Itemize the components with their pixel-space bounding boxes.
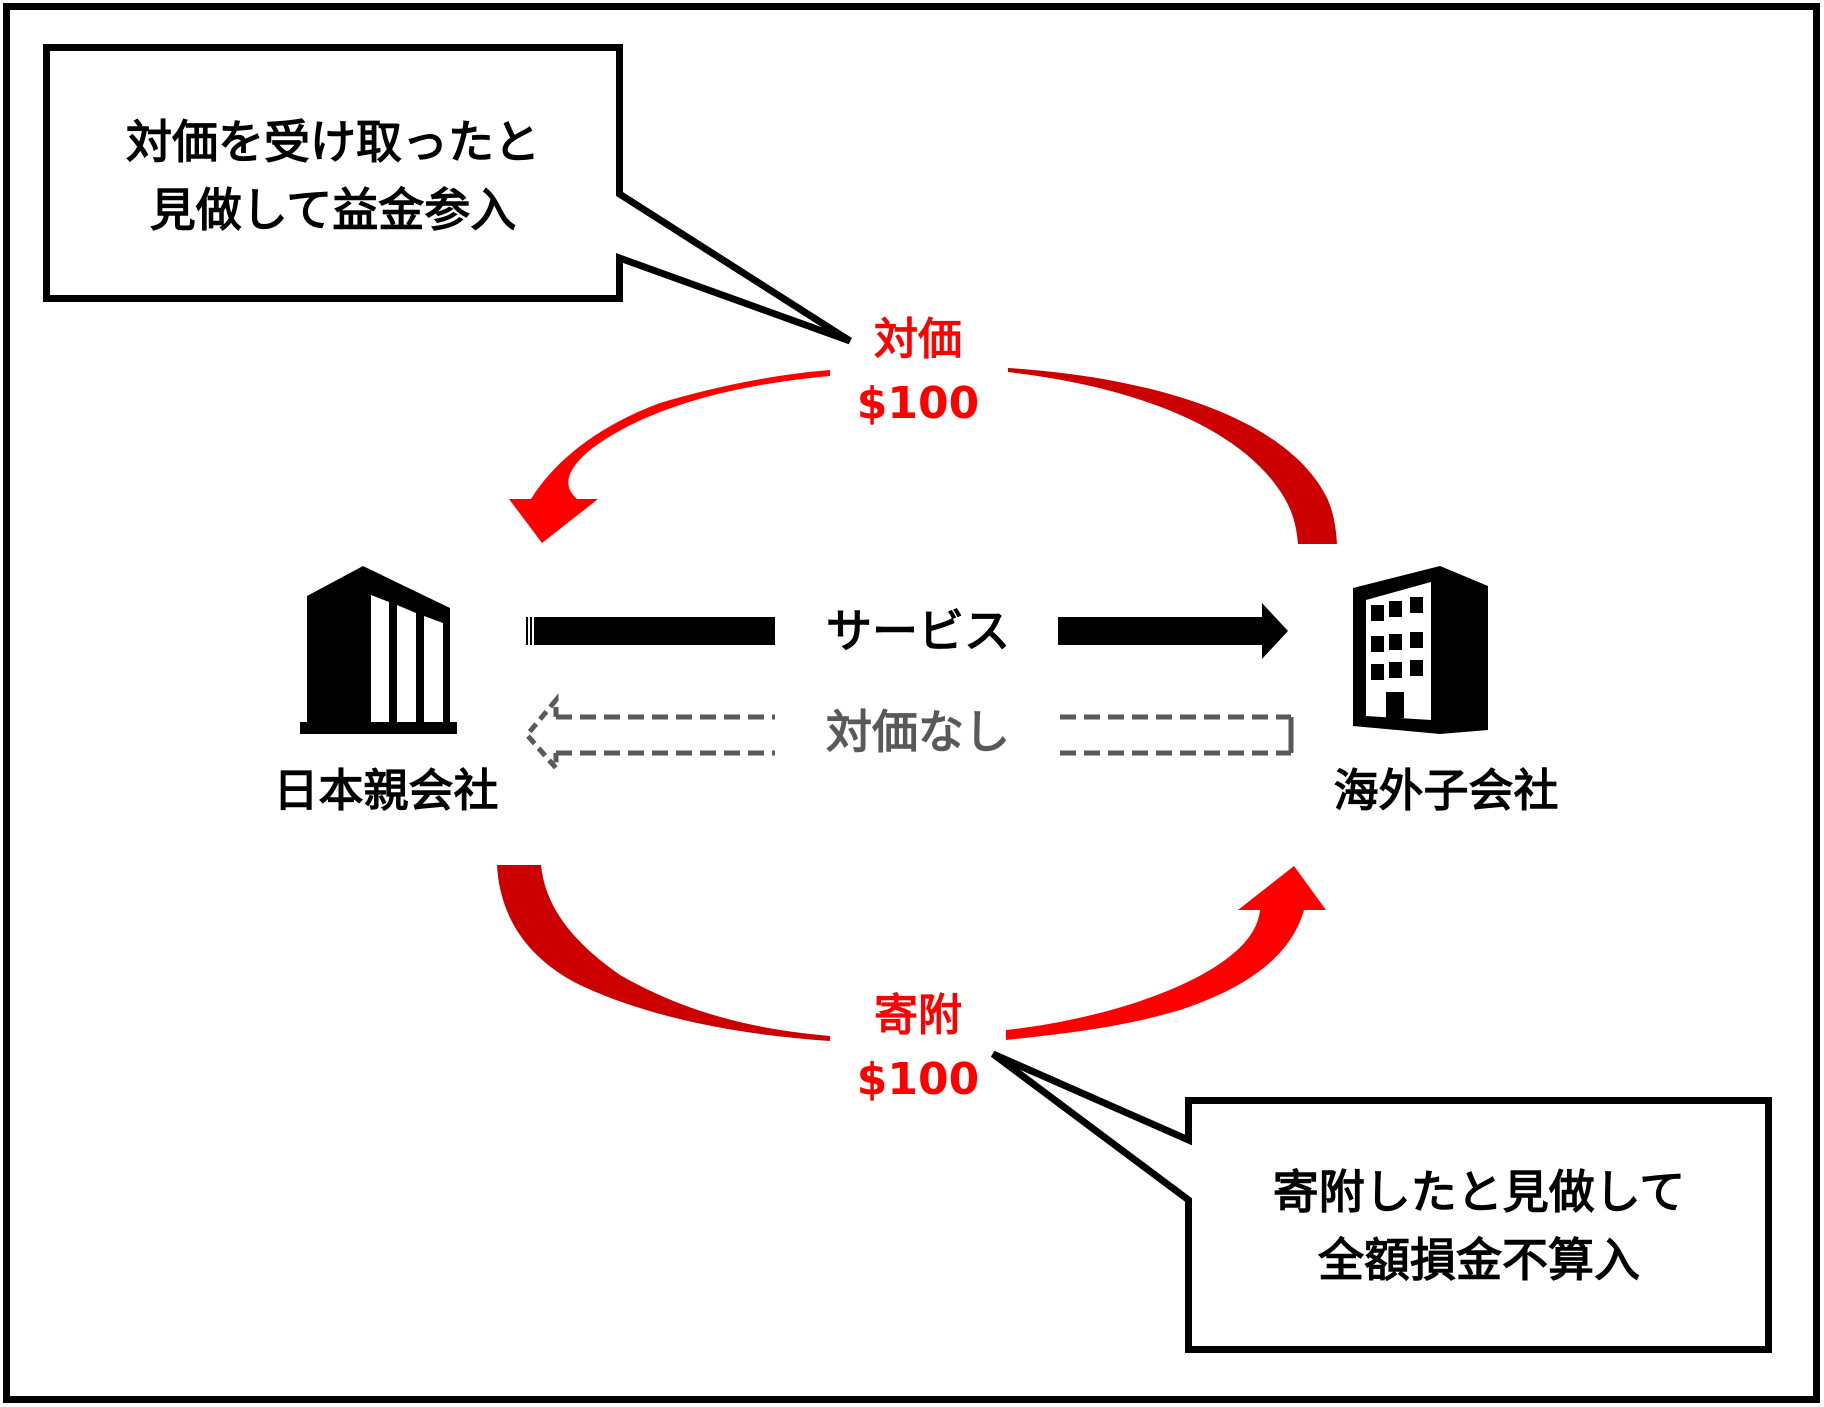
deemed-consideration-amount: $100 [857,378,979,429]
no-consideration-label: 対価なし [826,705,1010,759]
no-consideration-arrow [523,693,1294,775]
office-building-icon [300,566,457,734]
callout-bottom-line1: 寄附したと見做して [1273,1165,1686,1219]
callout-bottom-line2: 全額損金不算入 [1317,1233,1640,1287]
callout-top-shape [43,44,852,345]
parent-company-label: 日本親会社 [273,764,498,817]
service-label: サービス [826,604,1010,658]
callout-top-line2: 見做して益金参入 [150,183,517,237]
deemed-consideration-arrow [509,368,1337,544]
deemed-consideration-arrow-left-segment [509,370,830,543]
callout-top: 対価を受け取ったと 見做して益金参入 [43,44,852,345]
service-arrow [526,603,1288,659]
callout-bottom-shape [990,1050,1772,1353]
deemed-consideration-label: 対価 [874,314,962,365]
deemed-donation-label: 寄附 [874,990,962,1041]
callout-bottom: 寄附したと見做して 全額損金不算入 [990,1050,1772,1353]
apartment-building-icon [1353,566,1488,734]
callout-top-line1: 対価を受け取ったと [126,115,540,169]
subsidiary-label: 海外子会社 [1333,764,1558,817]
deemed-donation-arrow-left-segment [497,865,830,1041]
deemed-donation-arrow [497,865,1326,1041]
deemed-consideration-arrow-right-segment [1008,368,1337,544]
deemed-donation-amount: $100 [857,1054,979,1105]
deemed-donation-arrow-right-segment [1006,866,1326,1040]
